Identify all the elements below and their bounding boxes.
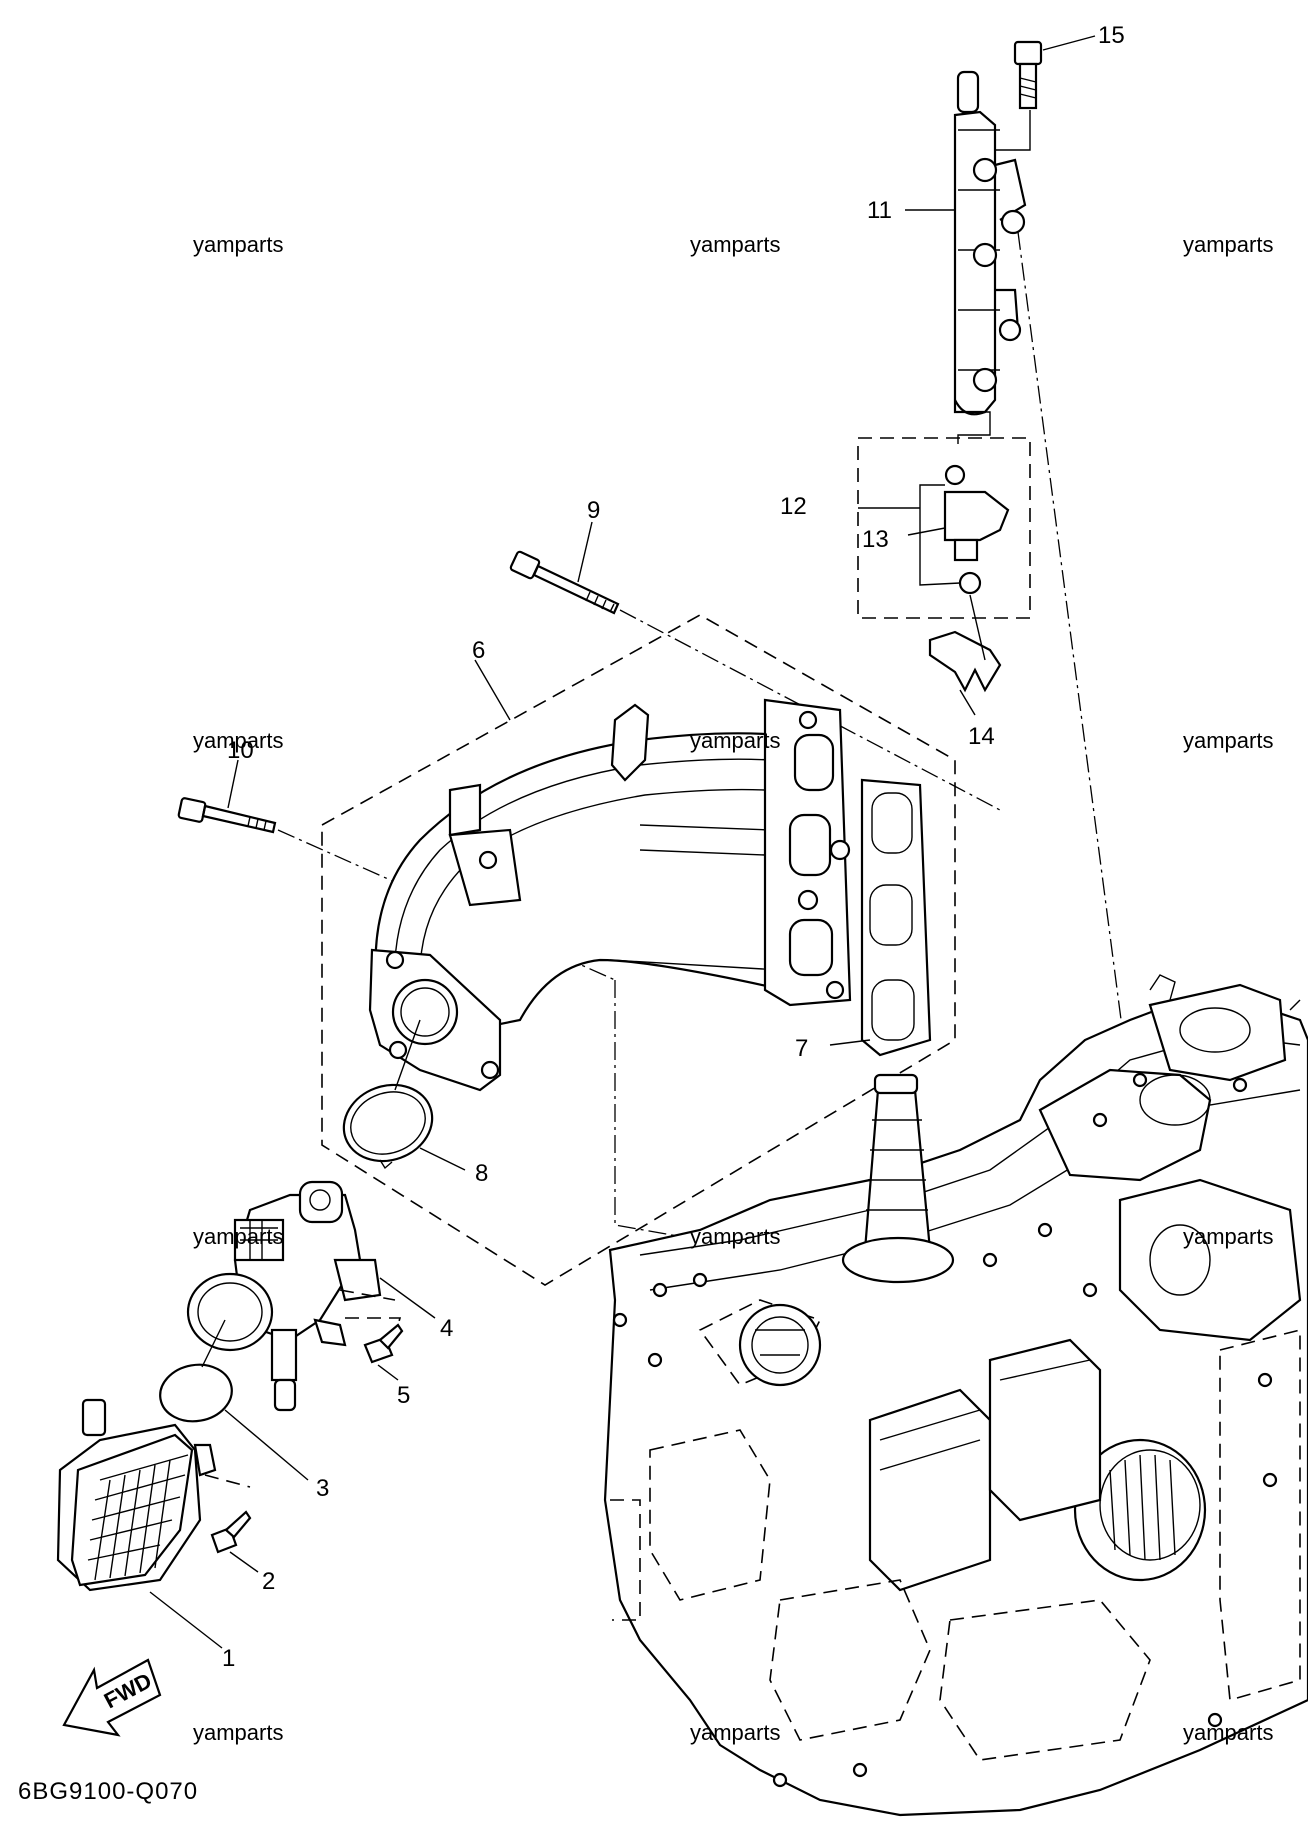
callout-10: 10 bbox=[227, 737, 254, 764]
assembly-line-9 bbox=[619, 609, 1001, 811]
watermark-text: yamparts bbox=[193, 232, 284, 257]
watermark-text: yamparts bbox=[690, 1224, 781, 1249]
leader-8-to-flange bbox=[394, 1019, 421, 1091]
leader-3-to-tb bbox=[201, 1319, 226, 1368]
callout-8: 8 bbox=[475, 1160, 489, 1187]
callout-6: 6 bbox=[472, 637, 486, 664]
leader-5 bbox=[377, 1364, 399, 1381]
bolt-part-9 bbox=[509, 550, 620, 615]
intake-silencer-part-1 bbox=[56, 1398, 217, 1592]
injector-part-13 bbox=[943, 464, 1010, 595]
watermark-text: yamparts bbox=[193, 1720, 284, 1745]
watermark-text: yamparts bbox=[690, 1720, 781, 1745]
watermark-text: yamparts bbox=[690, 728, 781, 753]
callout-14: 14 bbox=[968, 723, 995, 750]
throttle-body-part-4 bbox=[186, 1180, 382, 1412]
callout-12: 12 bbox=[780, 493, 807, 520]
callout-3: 3 bbox=[316, 1475, 330, 1502]
leader-15-to-rail bbox=[995, 110, 1031, 151]
callout-15: 15 bbox=[1098, 22, 1125, 49]
manifold-gasket-part-7 bbox=[860, 778, 932, 1057]
watermark-text: yamparts bbox=[1183, 1224, 1274, 1249]
leader-13-bracket bbox=[919, 484, 961, 586]
leader-1 bbox=[149, 1591, 223, 1649]
watermark-text: yamparts bbox=[193, 728, 284, 753]
leader-4-dash bbox=[339, 1289, 396, 1301]
engine-block bbox=[603, 974, 1308, 1817]
o-ring-part-3 bbox=[159, 1363, 233, 1423]
bolt-part-5 bbox=[363, 1323, 404, 1364]
fuel-rail-part-11 bbox=[953, 70, 1027, 416]
leader-8 bbox=[419, 1147, 466, 1171]
leader-4 bbox=[379, 1277, 436, 1319]
fwd-arrow-icon bbox=[62, 1658, 162, 1737]
watermark-text: yamparts bbox=[1183, 1720, 1274, 1745]
callout-13: 13 bbox=[862, 526, 889, 553]
assembly-line-10-down bbox=[614, 980, 701, 1241]
leader-13 bbox=[907, 527, 946, 536]
callout-1: 1 bbox=[222, 1645, 236, 1672]
leader-9 bbox=[577, 521, 593, 583]
bolt-part-2 bbox=[210, 1510, 252, 1554]
leader-10 bbox=[227, 759, 239, 809]
callout-5: 5 bbox=[397, 1382, 411, 1409]
diagram-code: 6BG9100-Q070 bbox=[18, 1778, 199, 1805]
leader-3 bbox=[224, 1409, 309, 1481]
leader-14 bbox=[959, 689, 976, 716]
callout-2: 2 bbox=[262, 1568, 276, 1595]
callout-11: 11 bbox=[867, 197, 892, 224]
bolt-part-15 bbox=[1013, 40, 1043, 110]
manifold-assembly-box-6 bbox=[321, 614, 956, 1286]
intake-manifold bbox=[368, 698, 852, 1092]
callout-7: 7 bbox=[795, 1035, 809, 1062]
assembly-line-rail bbox=[1017, 231, 1126, 1051]
leader-2 bbox=[229, 1551, 259, 1573]
leader-2-dash bbox=[204, 1474, 251, 1488]
watermark-text: yamparts bbox=[1183, 232, 1274, 257]
throttle-gasket-part-8 bbox=[342, 1083, 434, 1170]
leader-7 bbox=[829, 1039, 871, 1046]
leader-rail-to-injector bbox=[957, 411, 991, 444]
clip-part-14 bbox=[928, 630, 1002, 693]
leader-6 bbox=[474, 659, 511, 721]
watermark-text: yamparts bbox=[1183, 728, 1274, 753]
leader-15 bbox=[1042, 35, 1096, 51]
callout-9: 9 bbox=[587, 497, 601, 524]
leader-injector-to-clip bbox=[969, 594, 986, 661]
bolt-part-10 bbox=[177, 797, 277, 834]
watermark-text: yamparts bbox=[193, 1224, 284, 1249]
callout-4: 4 bbox=[440, 1315, 454, 1342]
watermark-text: yamparts bbox=[690, 232, 781, 257]
